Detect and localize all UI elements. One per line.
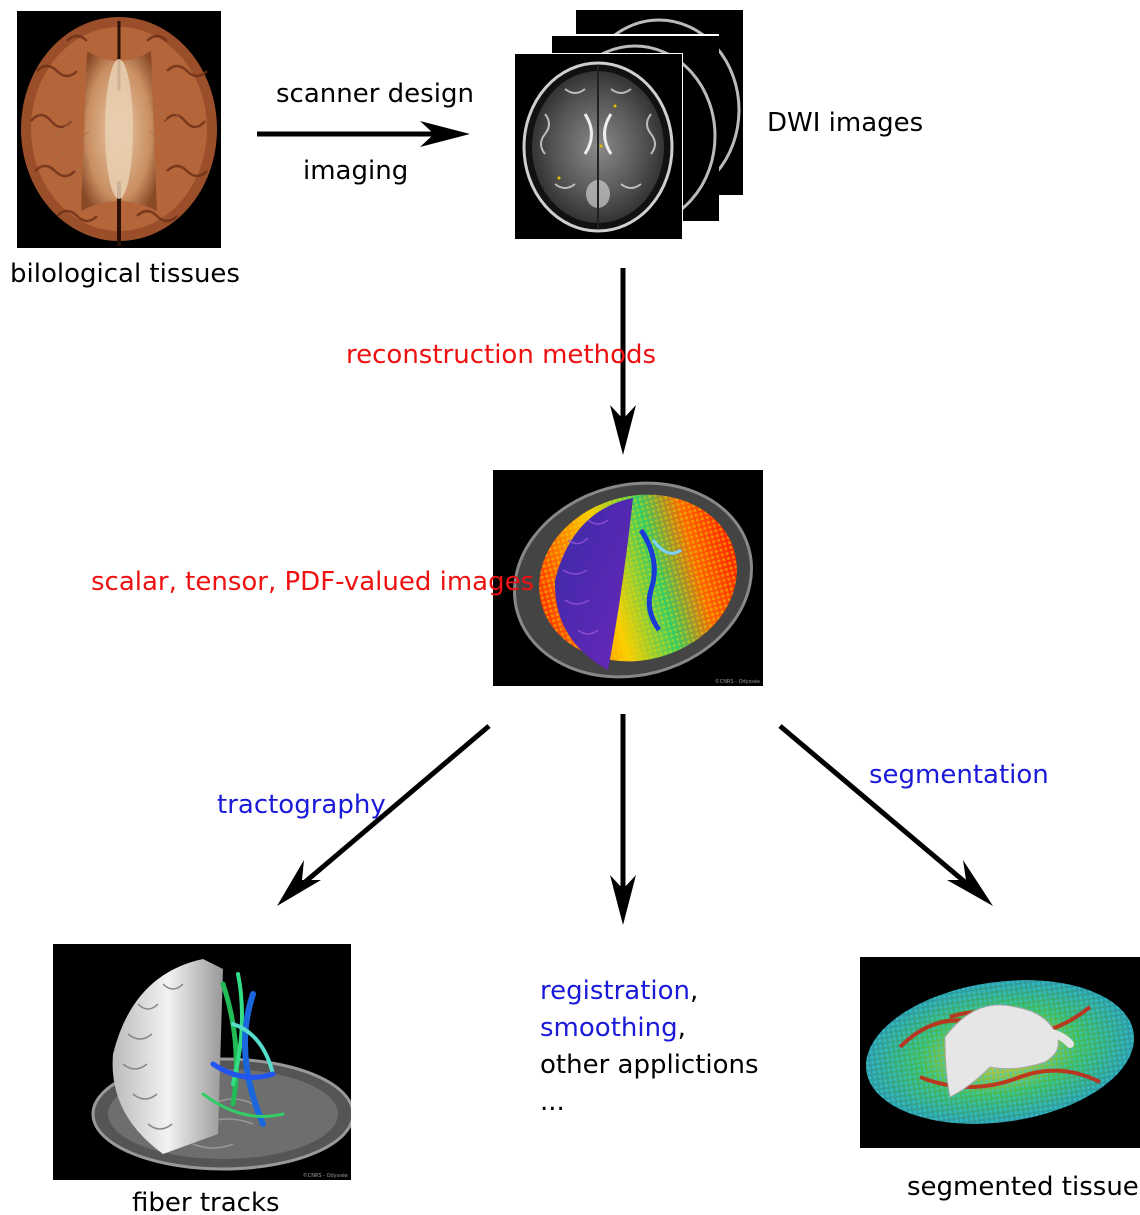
smoothing-line: smoothing, (540, 1013, 759, 1043)
arrowhead-segmentation (947, 860, 993, 906)
applications-list: registration, smoothing, other applictio… (540, 976, 759, 1117)
imaging-label: imaging (303, 156, 408, 186)
segmentation-label: segmentation (869, 760, 1049, 790)
tractography-label: tractography (217, 790, 386, 820)
biological-tissues-label: bilological tissues (10, 259, 240, 289)
smoothing-comma: , (678, 1013, 686, 1043)
scanner-design-label: scanner design (276, 79, 474, 109)
reconstruction-methods-label: reconstruction methods (346, 340, 656, 370)
registration-line: registration, (540, 976, 759, 1006)
segmented-tissues-label: segmented tissues (907, 1172, 1140, 1202)
ellipsis-label: ... (540, 1087, 759, 1117)
arrow-segmentation (780, 726, 972, 888)
smoothing-label: smoothing (540, 1013, 678, 1043)
dwi-images-label: DWI images (767, 108, 923, 138)
registration-comma: , (690, 976, 698, 1006)
registration-label: registration (540, 976, 690, 1006)
fiber-tracks-label: fiber tracks (132, 1188, 280, 1215)
arrowhead-tractography (277, 860, 321, 906)
valued-images-label: scalar, tensor, PDF-valued images (91, 567, 534, 597)
other-applications-label: other applictions (540, 1050, 759, 1080)
